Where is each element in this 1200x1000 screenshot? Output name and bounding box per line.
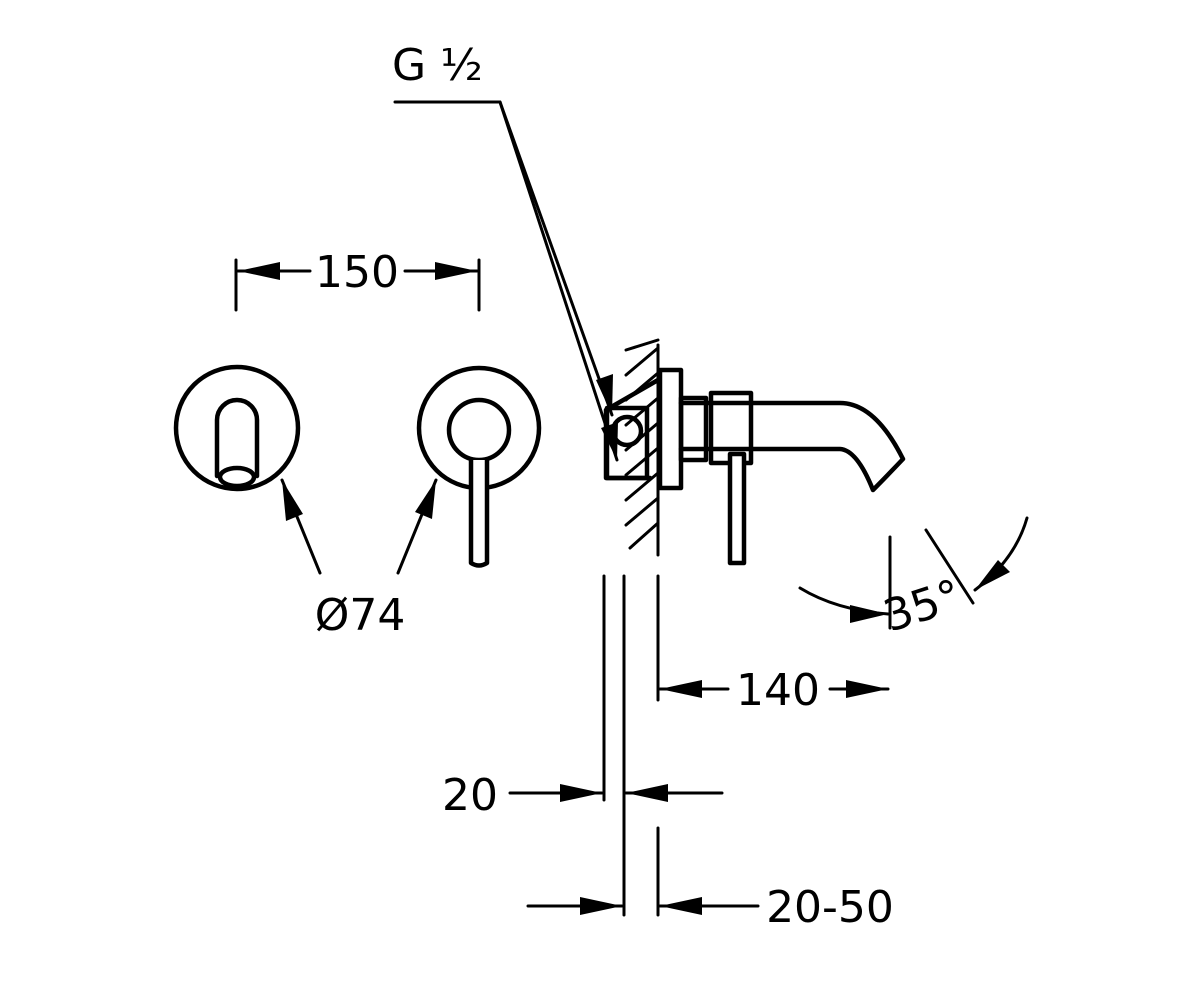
dimension-150 [234,258,481,312]
diameter-label: Ø74 [315,590,406,641]
tap-side-view [657,367,906,566]
spout-front-view [173,364,301,492]
thread-label: G ½ [392,40,483,91]
dimension-150-label: 150 [315,247,399,298]
wall-section [624,338,660,557]
thread-leader [393,100,619,462]
concealed-body [603,377,661,481]
angle-35 [798,516,1029,630]
dimension-20-50 [526,826,760,917]
dimension-20-label: 20 [442,770,498,821]
dimension-20-50-label: 20-50 [766,882,894,933]
dimension-140-label: 140 [736,665,820,716]
dimension-20 [508,574,724,917]
lever-front-view [416,365,542,568]
dimension-140 [656,574,890,702]
diameter-leaders [280,478,438,575]
